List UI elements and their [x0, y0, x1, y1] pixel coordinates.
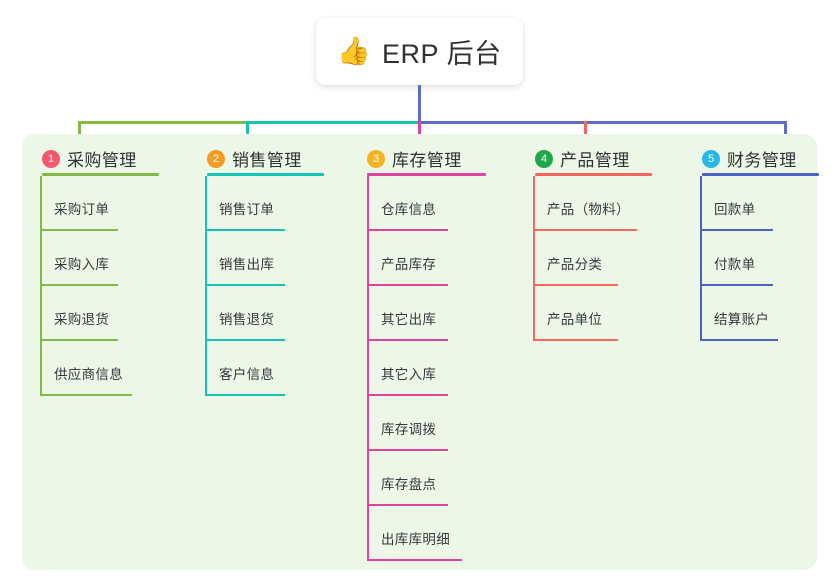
- column-title-4: 产品管理: [560, 151, 630, 170]
- list-item-underline: [205, 284, 285, 286]
- list-item-underline: [40, 339, 118, 341]
- column-badge-1: 1: [42, 149, 60, 168]
- list-item-underline: [533, 339, 618, 341]
- list-item-label: 采购订单: [54, 202, 110, 217]
- list-item-label: 销售出库: [219, 257, 275, 272]
- list-item[interactable]: 库存调拨: [347, 396, 515, 451]
- column-underline-2: [207, 173, 324, 176]
- list-item-label: 产品分类: [547, 257, 603, 272]
- list-item[interactable]: 销售出库: [187, 231, 347, 286]
- column-title-3: 库存管理: [392, 151, 462, 170]
- list-item-underline: [40, 284, 118, 286]
- list-item-label: 库存调拨: [381, 422, 437, 437]
- column-header-2[interactable]: 2 销售管理: [207, 146, 302, 171]
- column-title-2: 销售管理: [232, 151, 302, 170]
- column-title-1: 采购管理: [67, 151, 137, 170]
- list-item-underline: [367, 229, 448, 231]
- list-item-label: 回款单: [714, 202, 756, 217]
- column-header-5[interactable]: 5 财务管理: [702, 146, 797, 171]
- list-item[interactable]: 采购入库: [22, 231, 187, 286]
- list-item[interactable]: 客户信息: [187, 341, 347, 396]
- column-spine-1: [40, 176, 42, 396]
- list-item[interactable]: 库存盘点: [347, 451, 515, 506]
- list-item[interactable]: 产品（物料）: [515, 176, 682, 231]
- list-item-label: 结算账户: [714, 312, 770, 327]
- list-item-underline: [367, 284, 448, 286]
- list-item-underline: [40, 394, 132, 396]
- column-container: 1 采购管理采购订单采购入库采购退货供应商信息 2 销售管理销售订单销售出库销售退货客…: [22, 134, 819, 570]
- item-list-3: 仓库信息产品库存其它出库其它入库库存调拨库存盘点出库库明细: [347, 176, 515, 561]
- column-spine-2: [205, 176, 207, 396]
- list-item[interactable]: 结算账户: [682, 286, 817, 341]
- list-item-label: 客户信息: [219, 367, 275, 382]
- page-title: ERP 后台: [382, 39, 502, 69]
- list-item[interactable]: 采购退货: [22, 286, 187, 341]
- column-spine-3: [367, 176, 369, 561]
- list-item-underline: [205, 229, 285, 231]
- item-list-2: 销售订单销售出库销售退货客户信息: [187, 176, 347, 396]
- list-item-label: 产品（物料）: [547, 202, 630, 217]
- column-underline-1: [42, 173, 159, 176]
- list-item-underline: [533, 284, 618, 286]
- list-item-label: 采购退货: [54, 312, 110, 327]
- list-item[interactable]: 销售订单: [187, 176, 347, 231]
- list-item-underline: [700, 339, 778, 341]
- column-badge-4: 4: [535, 149, 553, 168]
- list-item[interactable]: 出库库明细: [347, 506, 515, 561]
- list-item[interactable]: 采购订单: [22, 176, 187, 231]
- list-item[interactable]: 其它入库: [347, 341, 515, 396]
- column-spine-5: [700, 176, 702, 341]
- list-item[interactable]: 产品库存: [347, 231, 515, 286]
- item-list-5: 回款单付款单结算账户: [682, 176, 817, 341]
- list-item-label: 出库库明细: [381, 532, 450, 547]
- column-badge-2: 2: [207, 149, 225, 168]
- list-item[interactable]: 其它出库: [347, 286, 515, 341]
- list-item-label: 产品库存: [381, 257, 437, 272]
- list-item-underline: [367, 339, 448, 341]
- thumbs-up-icon: 👍: [337, 36, 372, 67]
- list-item-label: 采购入库: [54, 257, 110, 272]
- list-item-underline: [367, 559, 462, 561]
- list-item-underline: [700, 229, 773, 231]
- column-underline-4: [535, 173, 652, 176]
- list-item-underline: [700, 284, 773, 286]
- column-header-1[interactable]: 1 采购管理: [42, 146, 137, 171]
- list-item-underline: [367, 504, 448, 506]
- diagram-panel: [22, 134, 817, 570]
- column-underline-5: [702, 173, 819, 176]
- list-item-label: 付款单: [714, 257, 756, 272]
- list-item-label: 其它入库: [381, 367, 437, 382]
- list-item-underline: [205, 339, 285, 341]
- list-item[interactable]: 产品分类: [515, 231, 682, 286]
- column-underline-3: [367, 173, 486, 176]
- list-item-underline: [367, 449, 448, 451]
- column-title-5: 财务管理: [727, 151, 797, 170]
- list-item-underline: [40, 229, 118, 231]
- list-item-label: 库存盘点: [381, 477, 437, 492]
- list-item[interactable]: 回款单: [682, 176, 817, 231]
- column-header-3[interactable]: 3 库存管理: [367, 146, 462, 171]
- list-item[interactable]: 仓库信息: [347, 176, 515, 231]
- list-item-label: 供应商信息: [54, 367, 123, 382]
- column-header-4[interactable]: 4 产品管理: [535, 146, 630, 171]
- column-spine-4: [533, 176, 535, 341]
- list-item[interactable]: 产品单位: [515, 286, 682, 341]
- list-item-label: 其它出库: [381, 312, 437, 327]
- column-badge-3: 3: [367, 149, 385, 168]
- item-list-1: 采购订单采购入库采购退货供应商信息: [22, 176, 187, 396]
- list-item-label: 销售订单: [219, 202, 275, 217]
- list-item-underline: [367, 394, 448, 396]
- list-item[interactable]: 销售退货: [187, 286, 347, 341]
- list-item[interactable]: 供应商信息: [22, 341, 187, 396]
- list-item-label: 仓库信息: [381, 202, 437, 217]
- list-item-label: 销售退货: [219, 312, 275, 327]
- list-item-label: 产品单位: [547, 312, 603, 327]
- root-title-card[interactable]: 👍 ERP 后台: [316, 18, 523, 85]
- list-item-underline: [205, 394, 285, 396]
- column-badge-5: 5: [702, 149, 720, 168]
- item-list-4: 产品（物料） 产品分类产品单位: [515, 176, 682, 341]
- list-item-underline: [533, 229, 637, 231]
- list-item[interactable]: 付款单: [682, 231, 817, 286]
